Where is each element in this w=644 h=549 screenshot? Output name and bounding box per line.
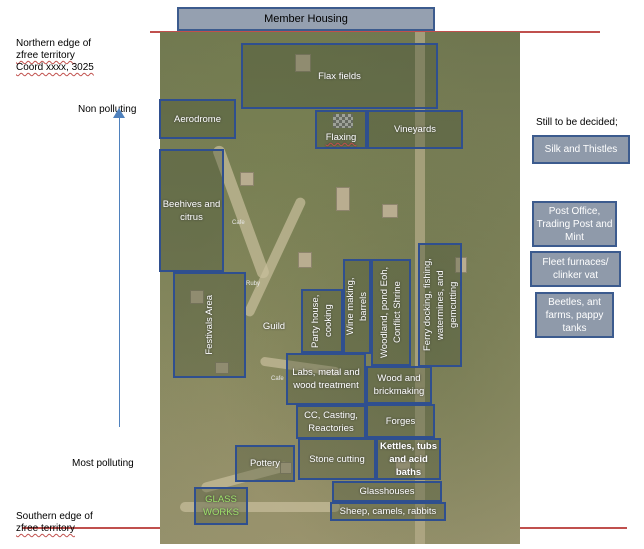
pollution-arrow-head xyxy=(113,108,125,118)
dirt-path xyxy=(180,502,340,512)
zone-forges[interactable]: Forges xyxy=(366,404,435,438)
zone-vineyards-label: Vineyards xyxy=(393,124,437,135)
zone-wine-making-label: Wine making, barrels xyxy=(345,277,369,336)
zone-sheep-camels-rabbits[interactable]: Sheep, camels, rabbits xyxy=(330,502,446,521)
building xyxy=(382,204,398,218)
zone-kettles[interactable]: Kettles, tubs and acid baths xyxy=(376,438,441,480)
zone-woodland-pond[interactable]: Woodland, pond Eoh, Conflict Shrine xyxy=(371,259,411,366)
cafe-map-label: Cafe xyxy=(232,220,245,226)
zone-wood-brick-label: Wood and brickmaking xyxy=(373,373,425,397)
member-housing-box: Member Housing xyxy=(177,7,435,31)
zone-labs-label: Labs, metal and wood treatment xyxy=(292,367,360,391)
zone-party-house-label: Party house, cooking xyxy=(310,294,334,348)
south-note-line1: Southern edge of xyxy=(16,511,93,522)
zone-beehives-citrus[interactable]: Beehives and citrus xyxy=(159,149,224,272)
pollution-arrow-line xyxy=(119,115,120,427)
zone-party-house[interactable]: Party house, cooking xyxy=(301,289,343,353)
main-road xyxy=(415,32,425,544)
zone-kettles-label: Kettles, tubs and acid baths xyxy=(379,440,437,478)
undecided-item[interactable]: Fleet furnaces/ clinker vat xyxy=(530,251,621,287)
zone-flaxing[interactable]: Flaxing xyxy=(315,110,367,149)
north-note-line2: zfree territory xyxy=(16,50,75,61)
building xyxy=(280,462,292,474)
zone-ferry-docking[interactable]: Ferry docking, fishing, watermines, and … xyxy=(418,243,462,367)
north-note-line3: Coord xxxx, 3025 xyxy=(16,62,94,73)
zone-pottery[interactable]: Pottery xyxy=(235,445,295,482)
zone-guild[interactable]: Guild xyxy=(254,313,294,339)
building xyxy=(295,54,311,72)
zone-aerodrome[interactable]: Aerodrome xyxy=(159,99,236,139)
zone-glass-works-label: GLASS WORKS xyxy=(203,494,239,518)
zone-cc-casting[interactable]: CC, Casting, Reactories xyxy=(296,405,366,439)
undecided-item[interactable]: Post Office, Trading Post and Mint xyxy=(532,201,617,247)
zone-flax-fields[interactable]: Flax fields xyxy=(241,43,438,109)
ruby-map-label: Ruby xyxy=(246,281,261,287)
member-housing-label: Member Housing xyxy=(264,13,348,25)
zone-woodland-pond-label: Woodland, pond Eoh, Conflict Shrine xyxy=(379,266,403,359)
zone-aerodrome-label: Aerodrome xyxy=(174,113,221,125)
undecided-heading: Still to be decided; xyxy=(536,117,618,128)
zone-cc-casting-label: CC, Casting, Reactories xyxy=(304,410,358,434)
zone-festivals-label: Festivals Area xyxy=(204,295,215,355)
zone-glasshouses[interactable]: Glasshouses xyxy=(332,481,442,502)
zone-forges-label: Forges xyxy=(385,415,416,427)
building xyxy=(298,252,312,268)
zone-stone-cutting-label: Stone cutting xyxy=(309,453,365,465)
zone-glass-works[interactable]: GLASS WORKS xyxy=(194,487,248,525)
zone-vineyards[interactable]: Vineyards xyxy=(367,110,463,149)
building xyxy=(215,362,229,374)
cafe-map-label: Cafe xyxy=(271,376,284,382)
zone-festivals-area[interactable]: Festivals Area xyxy=(173,272,246,378)
north-note-line1: Northern edge of xyxy=(16,38,92,49)
zone-sheep-label: Sheep, camels, rabbits xyxy=(339,506,437,517)
zone-beehives-label: Beehives and citrus xyxy=(162,198,221,223)
south-note-line2: zfree territory xyxy=(16,523,75,534)
zone-flaxing-label: Flaxing xyxy=(325,132,357,143)
southern-edge-note: Southern edge of zfree territory xyxy=(16,511,93,535)
zone-pottery-label: Pottery xyxy=(249,458,281,469)
zone-flax-fields-label: Flax fields xyxy=(318,70,361,82)
zone-wine-making[interactable]: Wine making, barrels xyxy=(343,259,371,354)
zone-ferry-docking-label: Ferry docking, fishing, watermines, and … xyxy=(421,258,459,352)
non-polluting-label: Non polluting xyxy=(78,104,137,115)
flaxing-checker-tile xyxy=(333,114,353,128)
building xyxy=(395,460,411,474)
undecided-item[interactable]: Silk and Thistles xyxy=(532,135,630,164)
zone-labs[interactable]: Labs, metal and wood treatment xyxy=(286,353,366,405)
building xyxy=(336,187,350,211)
building xyxy=(240,172,254,186)
zone-glasshouses-label: Glasshouses xyxy=(359,486,415,497)
northern-edge-note: Northern edge of zfree territory Coord x… xyxy=(16,38,94,74)
zone-stone-cutting[interactable]: Stone cutting xyxy=(298,438,376,480)
undecided-item[interactable]: Beetles, ant farms, pappy tanks xyxy=(535,292,614,338)
building xyxy=(190,290,204,304)
most-polluting-label: Most polluting xyxy=(72,458,134,469)
zone-wood-brickmaking[interactable]: Wood and brickmaking xyxy=(366,366,432,404)
zone-guild-label: Guild xyxy=(262,320,286,332)
